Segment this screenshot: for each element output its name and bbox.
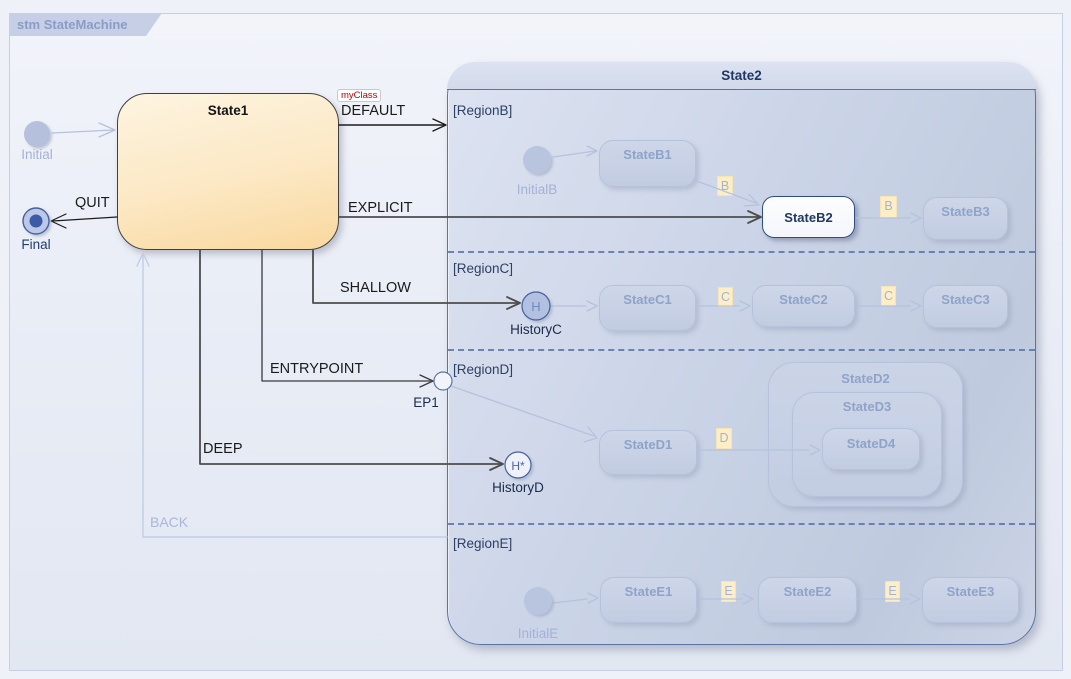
trigger-d-1: D (716, 428, 732, 449)
initial-node-label: Initial (21, 147, 53, 162)
history-d-label: HistoryD (492, 480, 544, 495)
trigger-b-2: B (880, 196, 897, 218)
initial-e-label: InitialE (517, 626, 559, 641)
state-e2[interactable]: StateE2 (758, 577, 857, 623)
state-c3[interactable]: StateC3 (923, 285, 1008, 328)
state-e1[interactable]: StateE1 (600, 577, 697, 623)
state2-node[interactable] (447, 62, 1036, 645)
trigger-c-1: C (718, 287, 733, 307)
transition-quit-label: QUIT (75, 195, 110, 211)
state-c2[interactable]: StateC2 (752, 285, 855, 327)
trigger-b-1: B (717, 176, 733, 196)
transition-deep-label: DEEP (203, 441, 243, 457)
trigger-e-2: E (885, 581, 900, 602)
history-c-label: HistoryC (510, 322, 562, 337)
entry-point-label: EP1 (413, 395, 439, 410)
trigger-c-2: C (881, 286, 896, 306)
initial-b-label: InitialB (516, 182, 558, 197)
transition-shallow-label: SHALLOW (340, 280, 411, 296)
region-separator-bc (448, 251, 1035, 253)
transition-back-label: BACK (150, 514, 189, 530)
state-b1[interactable]: StateB1 (599, 140, 696, 187)
transition-default-label: DEFAULT (341, 103, 406, 119)
region-b-label: [RegionB] (453, 103, 513, 118)
frame-tab: stm StateMachine (9, 13, 162, 36)
state-e3[interactable]: StateE3 (922, 577, 1019, 623)
region-e-label: [RegionE] (453, 536, 513, 551)
state-b3[interactable]: StateB3 (923, 197, 1008, 240)
region-d-label: [RegionD] (453, 362, 514, 377)
transition-entrypoint-label: ENTRYPOINT (270, 361, 364, 377)
state-c1[interactable]: StateC1 (599, 285, 696, 331)
state2-header: State2 (447, 62, 1036, 90)
state-d4[interactable]: StateD4 (822, 428, 920, 470)
state1-title: State1 (207, 103, 249, 118)
final-node-label: Final (21, 237, 51, 252)
default-stereotype-badge: myClass (337, 89, 382, 102)
transition-explicit-label: EXPLICIT (348, 200, 413, 216)
region-separator-de (448, 523, 1035, 525)
state-d1[interactable]: StateD1 (599, 430, 697, 475)
state1-node[interactable]: State1 (117, 93, 339, 250)
region-c-label: [RegionC] (453, 261, 514, 276)
trigger-e-1: E (721, 581, 736, 602)
state-b2[interactable]: StateB2 (762, 196, 855, 238)
frame-tab-label: stm StateMachine (17, 17, 128, 32)
state2-title: State2 (721, 68, 762, 83)
region-separator-cd (448, 349, 1035, 351)
